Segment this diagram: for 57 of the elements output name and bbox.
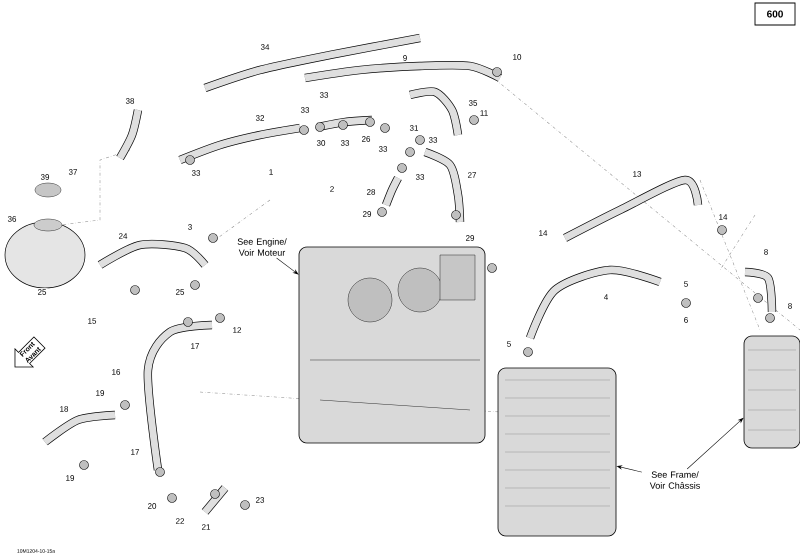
- callout-number: 2: [328, 185, 336, 193]
- frame-drawing: [744, 336, 800, 448]
- callout-number: 8: [786, 302, 794, 310]
- callout-number: 32: [254, 114, 266, 122]
- callout-number: 29: [464, 234, 476, 242]
- callout-number: 1: [268, 168, 274, 176]
- callout-number: 38: [124, 97, 136, 105]
- callout-number: 4: [602, 293, 610, 301]
- callout-number: 14: [538, 229, 548, 237]
- callout-number: 23: [254, 496, 266, 504]
- callout-number: 20: [146, 502, 158, 510]
- callout-number: 36: [6, 215, 18, 223]
- callout-number: 26: [360, 135, 372, 143]
- radiator-drawing: [498, 368, 616, 536]
- callout-number: 24: [118, 232, 128, 240]
- callout-number: 37: [68, 168, 78, 176]
- callout-number: 8: [762, 248, 770, 256]
- reference-note: See Engine/ Voir Moteur: [238, 238, 287, 256]
- callout-number: 33: [378, 145, 388, 153]
- callout-number: 5: [506, 340, 512, 348]
- callout-number: 18: [58, 405, 70, 413]
- callout-number: 33: [414, 173, 426, 181]
- callout-number: 16: [110, 368, 122, 376]
- callout-number: 35: [468, 99, 478, 107]
- callout-number: 10: [512, 53, 522, 61]
- callout-number: 9: [402, 54, 408, 62]
- callout-number: 34: [260, 43, 270, 51]
- callout-number: 13: [632, 170, 642, 178]
- callout-number: 25: [36, 288, 48, 296]
- callout-number: 15: [86, 317, 98, 325]
- callout-number: 6: [682, 316, 690, 324]
- callout-number: 17: [190, 342, 200, 350]
- callout-number: 28: [366, 188, 376, 196]
- callout-number: 39: [40, 173, 50, 181]
- callout-number: 3: [186, 223, 194, 231]
- callout-number: 12: [232, 326, 242, 334]
- callout-number: 11: [478, 109, 490, 117]
- callout-number: 33: [428, 136, 438, 144]
- reference-note: See Frame/ Voir Châssis: [650, 471, 700, 489]
- callout-number: 21: [200, 523, 212, 531]
- callout-number: 33: [190, 169, 202, 177]
- callout-number: 19: [64, 474, 76, 482]
- callout-number: 5: [682, 280, 690, 288]
- callout-number: 33: [340, 139, 350, 147]
- callout-number: 31: [408, 124, 420, 132]
- callout-number: 25: [174, 288, 186, 296]
- callout-number: 33: [300, 106, 310, 114]
- engine-drawing: [298, 246, 486, 444]
- callout-number: 29: [362, 210, 372, 218]
- callout-number: 14: [718, 213, 728, 221]
- callout-number: 30: [316, 139, 326, 147]
- callout-number: 33: [318, 91, 330, 99]
- callout-number: 27: [466, 171, 478, 179]
- callout-number: 19: [94, 389, 106, 397]
- callout-number: 17: [130, 448, 140, 456]
- page-number-box: 600: [754, 2, 796, 26]
- callout-number: 22: [174, 517, 186, 525]
